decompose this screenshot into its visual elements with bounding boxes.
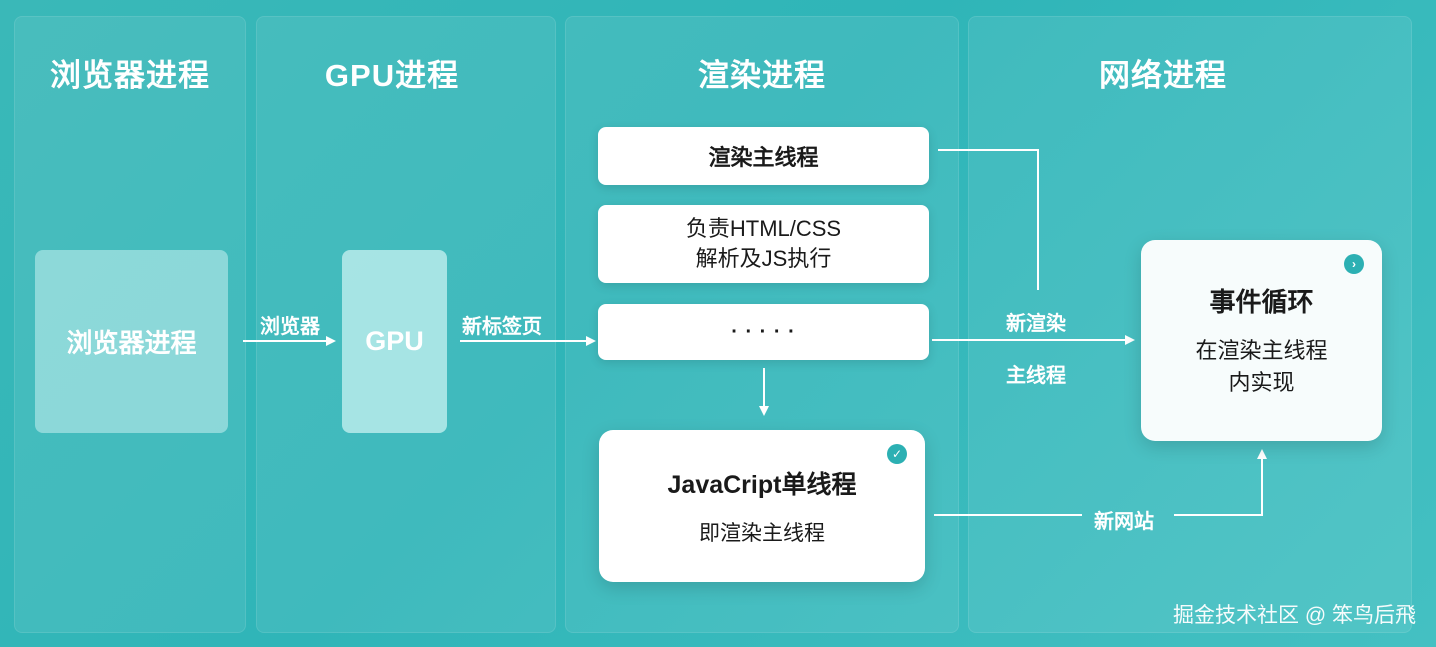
js-single-thread-title: JavaCript单线程 bbox=[667, 471, 857, 499]
column-title-gpu: GPU进程 bbox=[324, 58, 460, 93]
ellipsis-label: · · · · · bbox=[731, 320, 796, 343]
browser-process-label: 浏览器进程 bbox=[66, 328, 197, 358]
gpu-box: GPU bbox=[342, 250, 447, 433]
gpu-label: GPU bbox=[365, 326, 424, 356]
parse-exec-line1: 负责HTML/CSS bbox=[685, 216, 842, 241]
render-main-thread-label: 渲染主线程 bbox=[708, 145, 819, 170]
column-title-network: 网络进程 bbox=[1099, 58, 1227, 93]
label-browser-to-gpu: 浏览器 bbox=[260, 316, 320, 338]
parse-exec-box: 负责HTML/CSS 解析及JS执行 bbox=[598, 205, 929, 283]
render-main-thread-box: 渲染主线程 bbox=[598, 127, 929, 185]
js-single-thread-subtitle: 即渲染主线程 bbox=[699, 522, 825, 545]
ellipsis-box: · · · · · bbox=[598, 304, 929, 360]
parse-exec-line2: 解析及JS执行 bbox=[695, 246, 832, 271]
label-new-render-line2: 主线程 bbox=[1006, 365, 1066, 387]
label-gpu-to-render: 新标签页 bbox=[462, 316, 542, 338]
event-loop-card: 事件循环 在渲染主线程 内实现 › bbox=[1141, 240, 1382, 441]
js-single-thread-card: JavaCript单线程 即渲染主线程 ✓ bbox=[599, 430, 925, 582]
event-loop-line1: 在渲染主线程 bbox=[1195, 338, 1328, 363]
browser-process-box: 浏览器进程 bbox=[35, 250, 228, 433]
watermark: 掘金技术社区 @ 笨鸟后飛 bbox=[1173, 604, 1416, 627]
arrow-new-site-to-event-loop bbox=[1174, 449, 1267, 516]
column-title-render: 渲染进程 bbox=[698, 58, 826, 93]
label-new-site: 新网站 bbox=[1094, 511, 1154, 533]
column-title-browser: 浏览器进程 bbox=[50, 58, 210, 93]
event-loop-title: 事件循环 bbox=[1209, 287, 1314, 317]
label-new-render-line1: 新渲染 bbox=[1006, 313, 1066, 335]
check-icon: ✓ bbox=[887, 444, 907, 464]
event-loop-line2: 内实现 bbox=[1228, 370, 1295, 395]
chevron-right-icon: › bbox=[1344, 254, 1364, 274]
line-main-thread-to-network bbox=[938, 149, 1039, 290]
